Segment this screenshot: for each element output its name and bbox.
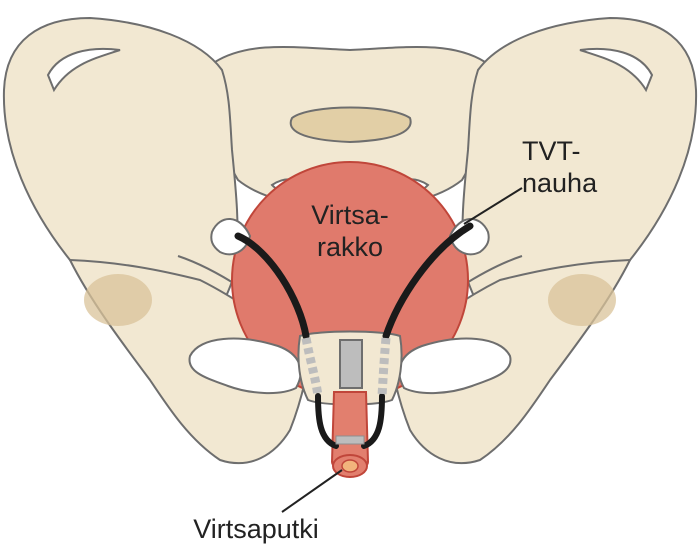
tape-label-line1: TVT- [522,136,581,166]
urethra-label: Virtsaputki [193,514,319,544]
tvt-tape-left-arm [234,232,310,340]
acetabulum-shadow-left [84,274,152,326]
bladder-label-line1: Virtsa- [311,200,389,230]
tvt-mesh-right [377,337,391,397]
tvt-tape-right-arm [382,222,474,340]
tvt-mesh-urethra [335,435,365,445]
obturator-foramen-right [398,337,512,395]
symphysis-block [339,339,363,389]
tvt-mesh-left [301,337,323,397]
acetabulum-shadow-right [548,274,616,326]
inner-opening-right [448,218,490,256]
tape-leader-line [463,187,523,225]
iliac-crest-right [579,47,654,93]
inner-opening-left [210,218,252,256]
urethra-leader-line [281,469,343,513]
urethral-meatus [341,459,359,473]
obturator-foramen-left [188,337,302,395]
tape-label-line2: nauha [522,168,598,198]
bladder-label-line2: rakko [317,232,383,262]
iliac-crest-left [46,47,121,93]
tvt-tape-sling [315,393,385,449]
sacral-promontory [289,106,412,144]
